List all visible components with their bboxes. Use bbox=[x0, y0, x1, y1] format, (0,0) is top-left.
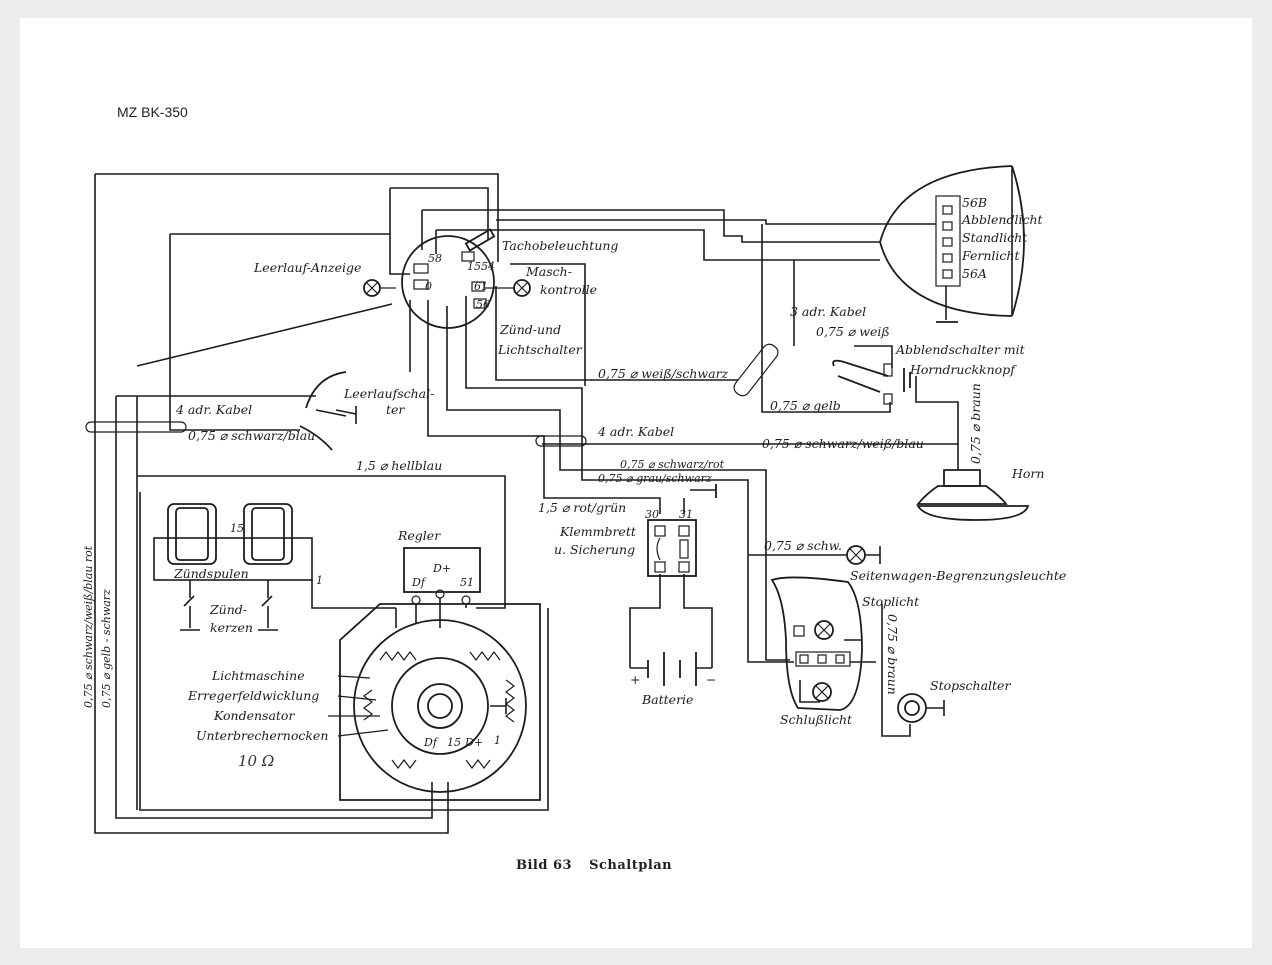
label-terminal-board-2: u. Sicherung bbox=[554, 542, 635, 557]
regulator-terminal-51: 51 bbox=[460, 576, 474, 589]
label-stop-switch: Stopschalter bbox=[930, 678, 1011, 693]
terminal-30: 30 bbox=[645, 508, 659, 521]
label-engine-control-1: Masch- bbox=[525, 264, 572, 279]
headlight-high-beam-label: Fernlicht bbox=[961, 248, 1020, 263]
label-wire-light-blue: 1,5 ⌀ hellblau bbox=[356, 458, 442, 473]
label-tail-light: Schlußlicht bbox=[780, 712, 853, 727]
document-sheet bbox=[20, 18, 1252, 948]
label-field-winding: Erregerfeldwicklung bbox=[187, 688, 319, 703]
headlight: 56B Abblendlicht Standlicht Fernlicht 56… bbox=[879, 165, 1044, 323]
label-vertical-wire-1: 0,75 ⌀ schwarz/weiß/blau rot bbox=[82, 545, 95, 708]
label-spark-plugs-1: Zünd- bbox=[209, 602, 247, 617]
label-dimmer-switch-1: Abblendschalter mit bbox=[895, 342, 1026, 357]
coil-terminal-15: 15 bbox=[230, 522, 244, 535]
terminal-58: 58 bbox=[428, 252, 442, 265]
brake-light-switch bbox=[897, 693, 945, 723]
generator: Df 15 D+ 1 bbox=[339, 603, 541, 801]
spark-plugs bbox=[180, 580, 278, 631]
label-wire-yellow: 0,75 ⌀ gelb bbox=[770, 398, 841, 413]
label-ignition-switch-1: Zünd-und bbox=[499, 322, 561, 337]
label-3core-cable: 3 adr. Kabel bbox=[790, 304, 866, 319]
label-wire-brown-horn: 0,75 ⌀ braun bbox=[968, 383, 983, 464]
battery-plus: + bbox=[630, 672, 640, 687]
label-wire-black: 0,75 ⌀ schw. bbox=[764, 538, 842, 553]
label-sidecar-lamp: Seitenwagen-Begrenzungsleuchte bbox=[850, 568, 1066, 583]
label-battery: Batterie bbox=[641, 692, 693, 707]
headlight-dipped-beam-label: Abblendlicht bbox=[961, 212, 1044, 227]
headlight-terminal-56b: 56B bbox=[962, 195, 987, 210]
label-wire-black-blue: 0,75 ⌀ schwarz/blau bbox=[188, 428, 315, 443]
label-wire-brown-stop: 0,75 ⌀ braun bbox=[885, 614, 900, 695]
label-vertical-wire-2: 0,75 ⌀ gelb - schwarz bbox=[100, 589, 113, 708]
generator-terminal-1: 1 bbox=[494, 734, 501, 747]
engine-control-lamp bbox=[484, 279, 531, 297]
label-terminal-board-1: Klemmbrett bbox=[559, 524, 637, 539]
terminal-54: 54 bbox=[481, 260, 495, 273]
diagram-labels: Leerlauf-Anzeige Tachobeleuchtung Masch-… bbox=[82, 238, 1066, 770]
label-wire-grey-black: 0,75 ⌀ grau/schwarz bbox=[598, 472, 712, 485]
label-speedo-lighting: Tachobeleuchtung bbox=[502, 238, 618, 253]
horn bbox=[916, 469, 1030, 521]
label-ignition-switch-2: Lichtschalter bbox=[497, 342, 583, 357]
label-wire-red-green: 1,5 ⌀ rot/grün bbox=[538, 500, 626, 515]
label-neutral-switch-2: ter bbox=[386, 402, 405, 417]
neutral-indicator-lamp bbox=[363, 279, 396, 297]
terminal-31: 31 bbox=[679, 508, 693, 521]
label-regulator: Regler bbox=[397, 528, 441, 543]
label-generator: Lichtmaschine bbox=[211, 668, 305, 683]
headlight-terminal-56a: 56A bbox=[962, 266, 987, 281]
label-condenser: Kondensator bbox=[213, 708, 295, 723]
label-neutral-switch-1: Leerlaufschal- bbox=[343, 386, 434, 401]
sidecar-marker-lamp bbox=[846, 545, 881, 565]
tail-light-assembly bbox=[770, 576, 863, 711]
regulator-terminal-dplus: D+ bbox=[432, 562, 451, 575]
speedo-light-lamp bbox=[464, 228, 496, 252]
label-ignition-coils: Zündspulen bbox=[173, 566, 249, 581]
generator-terminal-dplus: D+ bbox=[464, 736, 483, 749]
label-stop-light: Stoplicht bbox=[862, 594, 920, 609]
coil-terminal-1: 1 bbox=[316, 574, 323, 587]
terminal-0: 0 bbox=[425, 280, 432, 293]
battery: + − bbox=[630, 652, 716, 687]
label-4core-cable-left: 4 adr. Kabel bbox=[175, 402, 252, 417]
label-horn: Horn bbox=[1011, 466, 1044, 481]
headlight-parking-light-label: Standlicht bbox=[962, 230, 1028, 245]
terminal-board-and-fuse: 30 31 bbox=[645, 484, 717, 577]
label-engine-control-2: kontrolle bbox=[540, 282, 597, 297]
dimmer-switch-with-horn-button bbox=[832, 359, 911, 405]
terminal-15: 15 bbox=[467, 260, 481, 273]
battery-minus: − bbox=[706, 672, 716, 687]
label-dimmer-switch-2: Horndruckknopf bbox=[909, 362, 1017, 377]
terminal-61: 61 bbox=[474, 280, 488, 293]
ignition-coils: 15 1 bbox=[153, 503, 323, 587]
voltage-regulator: Df D+ 51 bbox=[403, 547, 481, 628]
wiring-lines bbox=[85, 173, 959, 834]
label-wire-white-black: 0,75 ⌀ weiß/schwarz bbox=[598, 366, 729, 381]
generator-terminal-15: 15 bbox=[447, 736, 461, 749]
regulator-terminal-df: Df bbox=[411, 576, 427, 589]
generator-terminal-df: Df bbox=[423, 736, 439, 749]
label-spark-plugs-2: kerzen bbox=[210, 620, 253, 635]
label-4core-cable-mid: 4 adr. Kabel bbox=[597, 424, 674, 439]
figure-caption: Bild 63 Schaltplan bbox=[516, 858, 684, 873]
label-wire-black-red: 0,75 ⌀ schwarz/rot bbox=[620, 458, 725, 471]
neutral-switch bbox=[299, 371, 357, 451]
handwritten-note-ohm: 10 Ω bbox=[238, 752, 274, 770]
figure-title: Schaltplan bbox=[589, 858, 673, 873]
page-header-title: MZ BK-350 bbox=[117, 104, 188, 120]
figure-number: Bild 63 bbox=[516, 858, 573, 873]
label-wire-white: 0,75 ⌀ weiß bbox=[816, 324, 890, 339]
label-breaker-cam: Unterbrechernocken bbox=[196, 728, 328, 743]
label-neutral-indicator: Leerlauf-Anzeige bbox=[253, 260, 361, 275]
terminal-56: 56 bbox=[476, 298, 490, 311]
label-wire-black-white-blue: 0,75 ⌀ schwarz/weiß/blau bbox=[762, 436, 924, 451]
ignition-light-switch: 58 15 54 61 56 0 bbox=[401, 235, 495, 329]
